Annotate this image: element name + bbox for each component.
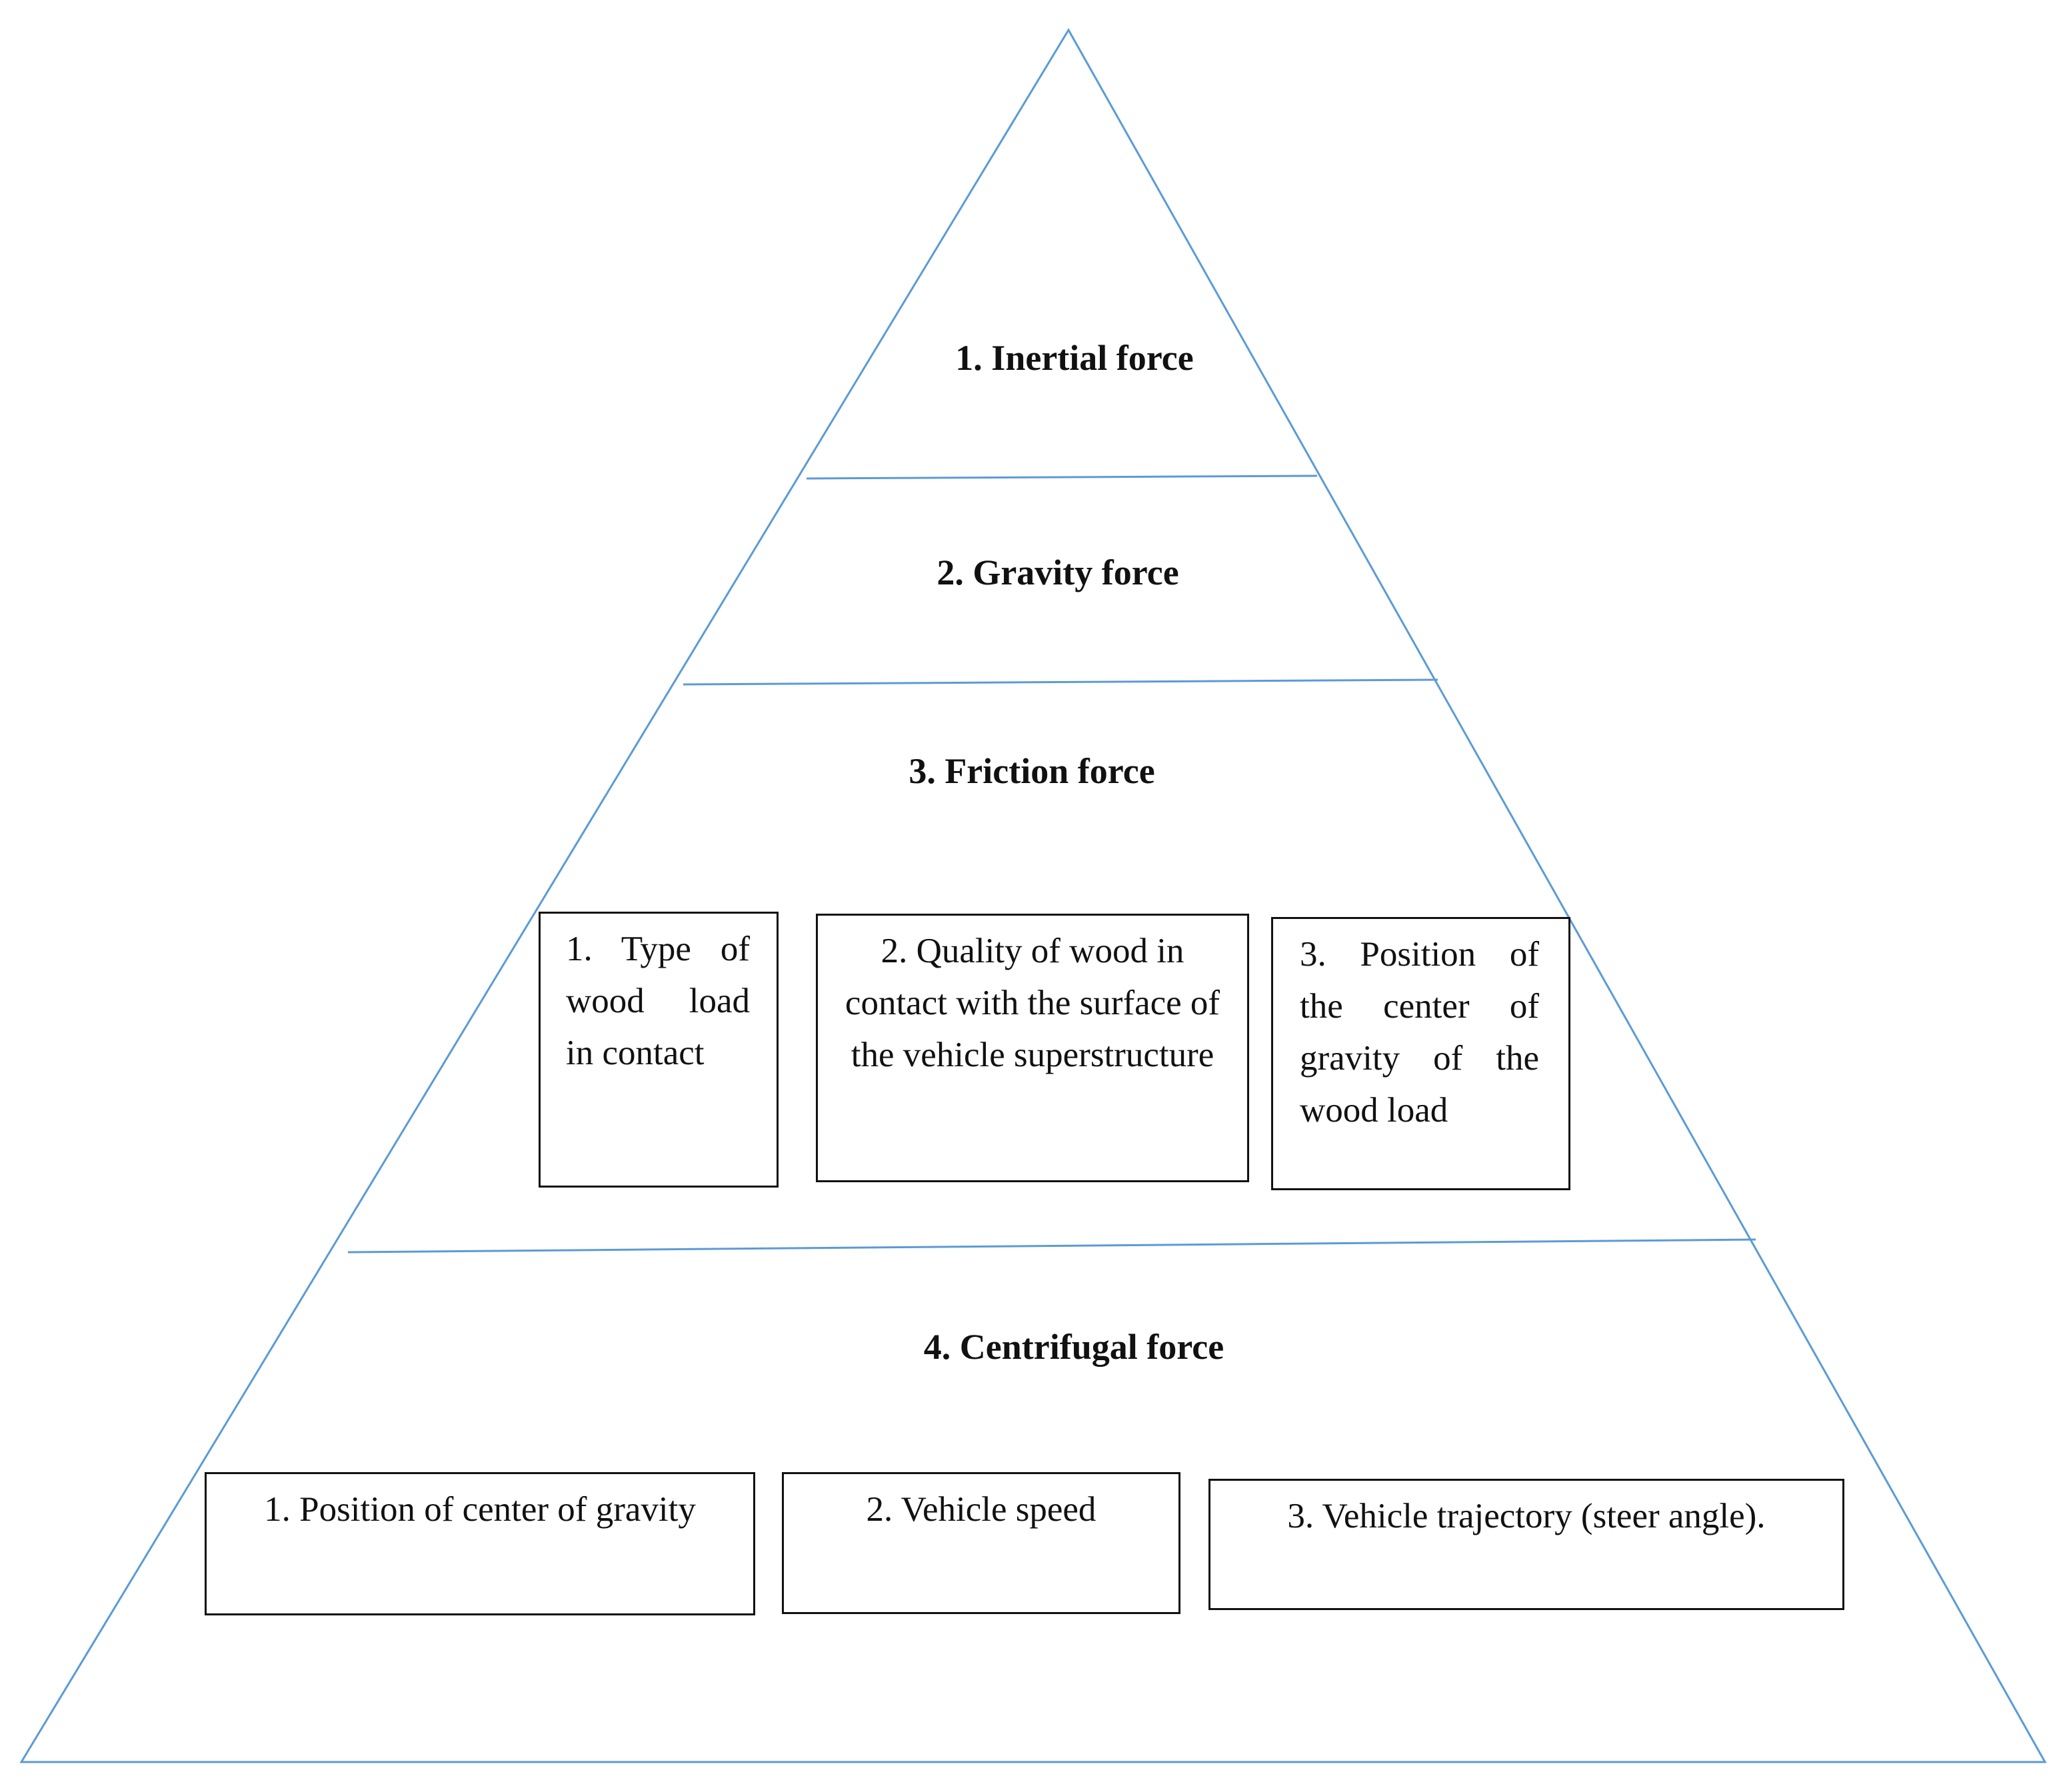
centrifugal-factor-label: 3. Vehicle trajectory (steer angle).: [1287, 1497, 1766, 1535]
centrifugal-factor-label: 2. Vehicle speed: [866, 1490, 1096, 1529]
centrifugal-factor-label: 1. Position of center of gravity: [264, 1490, 696, 1529]
centrifugal-factor-box-2: 2. Vehicle speed: [782, 1472, 1180, 1614]
level-title-friction-force: 3. Friction force: [909, 751, 1155, 791]
friction-factor-label: 2. Quality of wood in contact with the s…: [845, 932, 1220, 1074]
friction-factor-label: 1. Type of wood load in contact: [566, 930, 750, 1072]
level-title-gravity-force: 2. Gravity force: [937, 552, 1179, 592]
centrifugal-factor-box-1: 1. Position of center of gravity: [205, 1472, 755, 1615]
centrifugal-factor-box-3: 3. Vehicle trajectory (steer angle).: [1208, 1479, 1844, 1610]
level-divider-3: [347, 1238, 1756, 1254]
pyramid-outline: [19, 28, 2047, 1763]
friction-factor-label: 3. Position of the center of gravity of …: [1300, 935, 1539, 1130]
level-divider-2: [683, 678, 1438, 686]
friction-factor-box-2: 2. Quality of wood in contact with the s…: [816, 914, 1249, 1182]
level-title-centrifugal-force: 4. Centrifugal force: [923, 1327, 1224, 1367]
level-divider-1: [806, 474, 1318, 480]
level-title-inertial-force: 1. Inertial force: [955, 338, 1194, 378]
friction-factor-box-1: 1. Type of wood load in contact: [539, 912, 779, 1188]
friction-factor-box-3: 3. Position of the center of gravity of …: [1271, 917, 1570, 1190]
